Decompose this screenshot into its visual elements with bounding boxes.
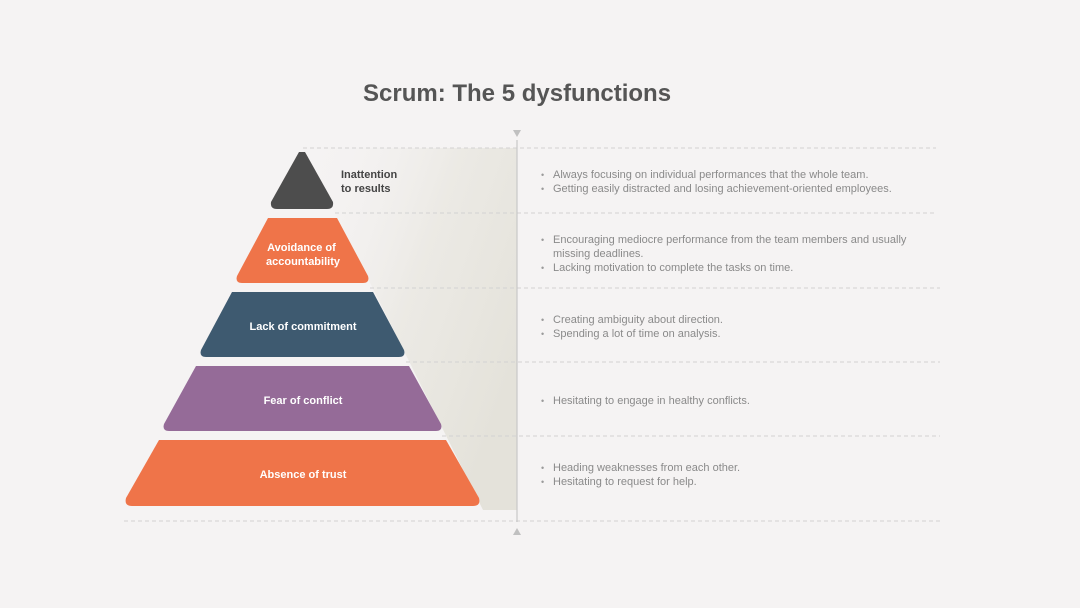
description-list: Heading weaknesses from each other. Hesi… [540,461,910,489]
description-list: Hesitating to engage in healthy conflict… [540,394,910,408]
level-shape [163,366,442,431]
pyramid-shading [303,148,517,510]
level-label-line: Avoidance of [267,242,336,254]
description-item: Lacking motivation to complete the tasks… [540,261,910,275]
description-item: Hesitating to engage in healthy conflict… [540,394,910,408]
level-shape [236,218,369,283]
description-list: Always focusing on individual performanc… [540,168,940,196]
description-item: Getting easily distracted and losing ach… [540,182,940,196]
description-item: Heading weaknesses from each other. [540,461,910,475]
level-label-line: accountability [266,256,341,268]
level-labels: Inattention to results Avoidance of acco… [250,169,400,481]
level-label: Lack of commitment [250,321,357,333]
level-shape [125,440,480,506]
page-title: Scrum: The 5 dysfunctions [363,80,672,107]
level-shape [270,152,334,209]
level-label: Avoidance of accountability [266,242,341,268]
level-label-line: Lack of commitment [250,321,357,333]
description-item: Spending a lot of time on analysis. [540,327,910,341]
level-shape [200,292,405,357]
level-label-line: Inattention [341,169,397,181]
level-label: Fear of conflict [264,395,343,407]
pyramid-levels [125,152,480,506]
level-label: Inattention to results [341,169,400,195]
description-list: Creating ambiguity about direction. Spen… [540,313,910,341]
level-label-line: Absence of trust [260,469,347,481]
description-item: Hesitating to request for help. [540,475,910,489]
arrow-down-icon [513,130,521,137]
level-label-line: to results [341,183,391,195]
description-item: Creating ambiguity about direction. [540,313,910,327]
description-item: Encouraging mediocre performance from th… [540,233,910,261]
arrow-up-icon [513,528,521,535]
level-label: Absence of trust [260,469,347,481]
row-guides [124,147,940,522]
description-item: Always focusing on individual performanc… [540,168,940,182]
level-label-line: Fear of conflict [264,395,343,407]
description-list: Encouraging mediocre performance from th… [540,233,910,275]
